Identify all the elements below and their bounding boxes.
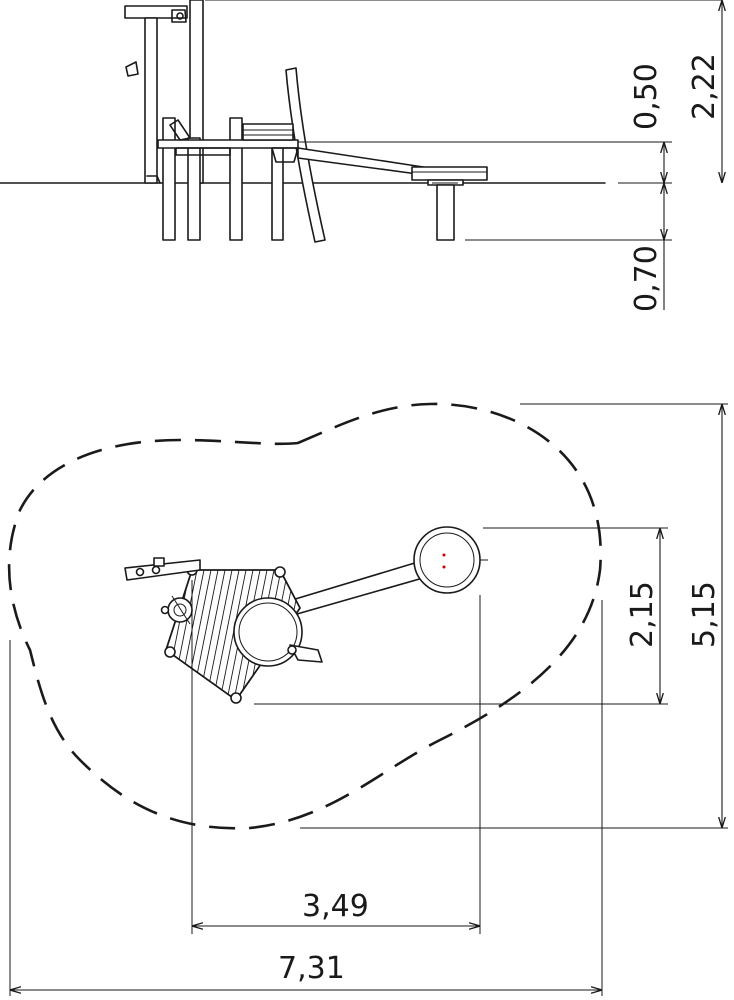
- side-arm: [124, 557, 201, 625]
- slide-bar: [291, 561, 424, 615]
- plan-view: 2,15 5,15 3,49 7,31: [7, 402, 728, 996]
- dim-equipment-length: 3,49: [302, 889, 369, 924]
- dim-platform-height: 0,50: [629, 63, 664, 130]
- slide-end-ring: [413, 526, 488, 594]
- deck: [157, 119, 299, 163]
- round-platform: [233, 597, 323, 667]
- safety-zone-outline: [7, 402, 602, 830]
- dim-safety-zone-length: 7,31: [278, 951, 345, 986]
- side-view: 0,50 2,22 0,70: [0, 0, 722, 312]
- dim-foundation-depth: 0,70: [629, 245, 664, 312]
- dim-equipment-width: 2,15: [625, 581, 660, 648]
- dim-total-height: 2,22: [687, 53, 722, 120]
- slide: [297, 147, 488, 241]
- dim-safety-zone-width: 5,15: [687, 581, 722, 648]
